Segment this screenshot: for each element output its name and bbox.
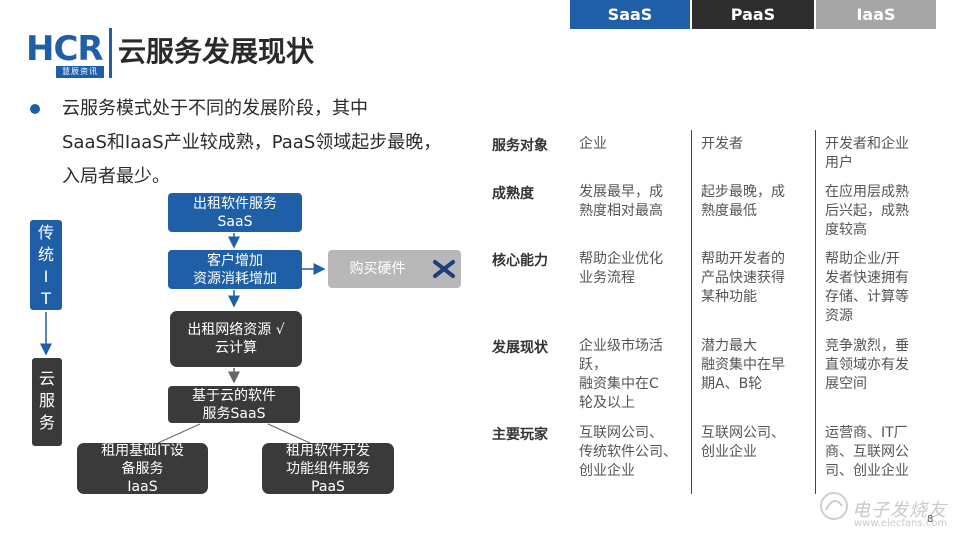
bullet-icon (30, 104, 40, 114)
table-cell: 帮助企业优化 业务流程 (579, 251, 663, 286)
row-label-service-target: 服务对象 (492, 138, 548, 154)
table-cell: 互联网公司、 传统软件公司、 创业企业 (579, 425, 677, 479)
column-divider (815, 130, 816, 494)
node-iaas: 租用基础IT设 备服务 IaaS (77, 442, 208, 495)
cloud-service-char: 服 (38, 391, 55, 410)
table-cell: 互联网公司、 创业企业 (701, 425, 785, 460)
node-line: PaaS (311, 478, 345, 495)
traditional-it-char: 统 (37, 245, 54, 264)
table-cell: 竞争激烈，垂 直领域亦有发 展空间 (825, 338, 909, 392)
node-line: 服务SaaS (202, 405, 266, 422)
node-rent-network: 出租网络资源 √ 云计算 (170, 311, 302, 367)
node-line: 备服务 (121, 460, 164, 477)
node-rent-software: 出租软件服务 SaaS (168, 193, 302, 232)
table-cell: 开发者和企业 用户 (825, 136, 909, 171)
traditional-it-char: T (41, 289, 51, 308)
hcr-logo: HCR 慧辰资讯 (26, 29, 106, 78)
line-node4-node6 (267, 423, 311, 444)
table-cell: 开发者 (701, 136, 743, 152)
column-divider (691, 130, 692, 494)
node-line: 云计算 (215, 340, 257, 356)
cloud-service-box: 云 服 务 (32, 358, 62, 446)
logo-sub-text: 慧辰资讯 (56, 66, 104, 78)
line-node4-node5 (157, 423, 201, 444)
title-divider (109, 28, 112, 78)
node-line: 客户增加 (207, 252, 263, 269)
node-paas: 租用软件开发 功能组件服务 PaaS (262, 442, 394, 495)
watermark-url: www.elecfans.com (854, 518, 948, 529)
row-label-maturity: 成熟度 (492, 186, 534, 202)
row-label-status: 发展现状 (492, 340, 548, 356)
table-cell: 起步最晚，成 熟度最低 (701, 184, 785, 219)
node-line: 资源消耗增加 (193, 270, 277, 287)
table-cell: 潜力最大 融资集中在早 期A、B轮 (701, 338, 785, 392)
bullet-line: 入局者最少。 (62, 166, 170, 187)
cloud-service-char: 务 (38, 413, 55, 432)
logo-main-text: HCR (26, 29, 104, 69)
watermark-logo-icon (820, 492, 848, 520)
page-title: 云服务发展现状 (118, 35, 315, 68)
table-cell: 企业 (579, 136, 607, 152)
table-header-saas: SaaS (570, 0, 690, 29)
node-line: 租用软件开发 (286, 442, 370, 459)
node-line: 出租软件服务 (193, 195, 277, 212)
buy-hardware-label: 购买硬件 (349, 261, 406, 277)
table-cell: 运营商、IT厂 商、互联网公 司、创业企业 (825, 425, 909, 479)
table-cell: 帮助开发者的 产品快速获得 某种功能 (701, 251, 785, 305)
node-line: 租用基础IT设 (101, 442, 184, 459)
table-header-paas: PaaS (692, 0, 814, 29)
table-cell: 在应用层成熟 后兴起，成熟 度较高 (825, 184, 909, 238)
node-line: 出租网络资源 √ (187, 322, 285, 338)
table-header-iaas: IaaS (816, 0, 936, 29)
cross-icon (433, 260, 455, 278)
cloud-service-char: 云 (38, 369, 55, 388)
traditional-it-box: 传 统 I T (30, 220, 62, 310)
table-cell: 企业级市场活 跃， 融资集中在C 轮及以上 (579, 338, 663, 411)
watermark-text: 电子发烧友 (852, 500, 947, 521)
node-line: 基于云的软件 (192, 387, 276, 404)
table-cell: 帮助企业/开 发者快速拥有 存储、计算等 资源 (825, 251, 909, 324)
row-label-core-capability: 核心能力 (492, 253, 548, 269)
node-line: SaaS (217, 213, 253, 230)
node-line: IaaS (127, 478, 158, 495)
node-line: 功能组件服务 (286, 460, 370, 477)
bullet-line: SaaS和IaaS产业较成熟，PaaS领域起步最晚， (62, 132, 442, 153)
row-label-players: 主要玩家 (492, 427, 548, 443)
node-cloud-saas: 基于云的软件 服务SaaS (168, 386, 300, 423)
traditional-it-char: I (43, 267, 49, 286)
bullet-text: 云服务模式处于不同的发展阶段，其中 SaaS和IaaS产业较成熟，PaaS领域起… (62, 92, 494, 194)
table-cell: 发展最早，成 熟度相对最高 (579, 184, 663, 219)
node-customer-increase: 客户增加 资源消耗增加 (168, 250, 302, 289)
traditional-it-char: 传 (37, 223, 54, 242)
page-number: 8 (927, 514, 934, 525)
bullet-line: 云服务模式处于不同的发展阶段，其中 (62, 98, 368, 119)
node-buy-hardware: 购买硬件 (328, 250, 461, 288)
